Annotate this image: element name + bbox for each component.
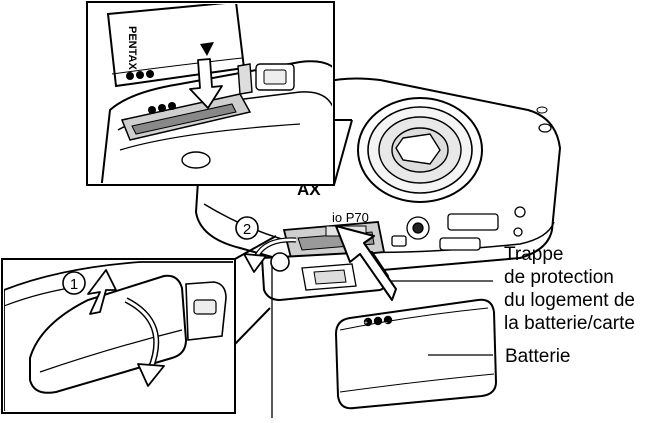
step-2: 2 <box>235 216 297 273</box>
battery: + − <box>334 298 498 410</box>
svg-text:−: − <box>384 321 388 327</box>
svg-text:+: + <box>364 321 368 327</box>
cover-latch <box>270 252 290 272</box>
flash-window <box>538 123 552 133</box>
battery-brand-vertical: PENTAX <box>126 26 138 70</box>
cover-label-line-3: du logement de <box>504 290 635 311</box>
top-inset: PENTAX <box>86 1 353 186</box>
model-on-body: io P70 <box>332 210 369 225</box>
cover-label-line-1: Trappe <box>504 244 564 265</box>
step-1-marker <box>62 271 86 295</box>
cover-label: Trappe de protection du logement de la b… <box>504 243 635 335</box>
battery-label: Batterie <box>505 346 571 367</box>
step-2-label: 2 <box>243 221 251 238</box>
camera-lens <box>357 97 483 203</box>
left-inset: 1 <box>1 235 277 414</box>
cover-label-line-4: la batterie/carte <box>504 313 635 334</box>
af-assist-lamp <box>536 106 548 114</box>
battery-cover-door <box>260 250 390 302</box>
step-1-label: 1 <box>70 276 78 293</box>
cover-label-line-2: de protection <box>504 267 614 288</box>
camera-bottom-details <box>391 206 526 251</box>
